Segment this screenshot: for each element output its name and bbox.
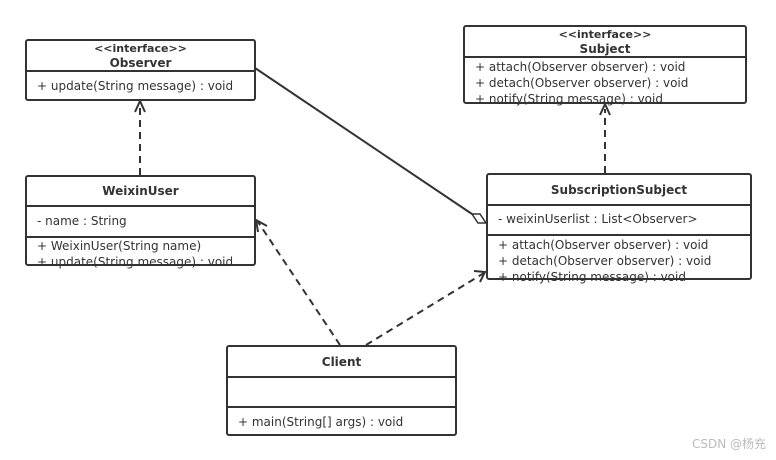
class-header: SubscriptionSubject [488,175,750,206]
class-name: SubscriptionSubject [550,182,688,197]
class-name: Subject [579,41,631,56]
dependency-client-subscription [365,272,485,346]
method: + notify(String message) : void [498,270,686,284]
class-weixinuser[interactable]: WeixinUser - name : String + WeixinUser(… [25,175,256,269]
methods: + attach(Observer observer) : void + det… [488,236,750,287]
method: + WeixinUser(String name) [37,239,202,253]
methods: + attach(Observer observer) : void + det… [465,58,745,109]
methods: + main(String[] args) : void [228,408,455,432]
method: + notify(String message) : void [475,92,663,106]
attributes: - name : String [27,207,254,238]
method: + main(String[] args) : void [238,415,404,429]
attribute: - name : String [37,214,127,228]
class-name: WeixinUser [102,184,179,198]
class-subscriptionsubject[interactable]: SubscriptionSubject - weixinUserlist : L… [486,173,752,284]
class-client[interactable]: Client + main(String[] args) : void [226,345,457,436]
class-subject[interactable]: <<interface>> Subject + attach(Observer … [463,25,747,106]
class-name: Client [321,354,362,369]
dependency-client-weixinuser [257,221,341,346]
aggregation-diamond [470,213,488,224]
methods: + WeixinUser(String name) + update(Strin… [27,238,254,272]
dependency-arrowhead [473,270,487,283]
method: + update(String message) : void [37,255,234,269]
class-name: Observer [109,55,172,70]
method: + update(String message) : void [37,79,234,93]
stereotype: <<interface>> [94,41,187,55]
method: + attach(Observer observer) : void [498,238,709,252]
class-header: Client [228,347,455,378]
methods: + update(String message) : void [27,72,254,96]
dependency-arrowhead [254,218,268,233]
watermark: CSDN @杨充 [691,437,766,451]
aggregation-line [254,67,473,215]
attributes: - weixinUserlist : List<Observer> [488,206,750,236]
realization-arrowhead [134,98,146,113]
class-observer[interactable]: <<interface>> Observer + update(String m… [25,39,256,101]
method: + attach(Observer observer) : void [475,60,686,74]
method: + detach(Observer observer) : void [498,254,712,268]
class-header: WeixinUser [27,177,254,207]
class-header: <<interface>> Observer [27,41,254,72]
class-header: <<interface>> Subject [465,27,745,58]
stereotype: <<interface>> [558,27,652,41]
attributes [228,378,455,408]
method: + detach(Observer observer) : void [475,76,689,90]
attribute: - weixinUserlist : List<Observer> [498,212,698,226]
realization-arrowhead [599,101,611,116]
